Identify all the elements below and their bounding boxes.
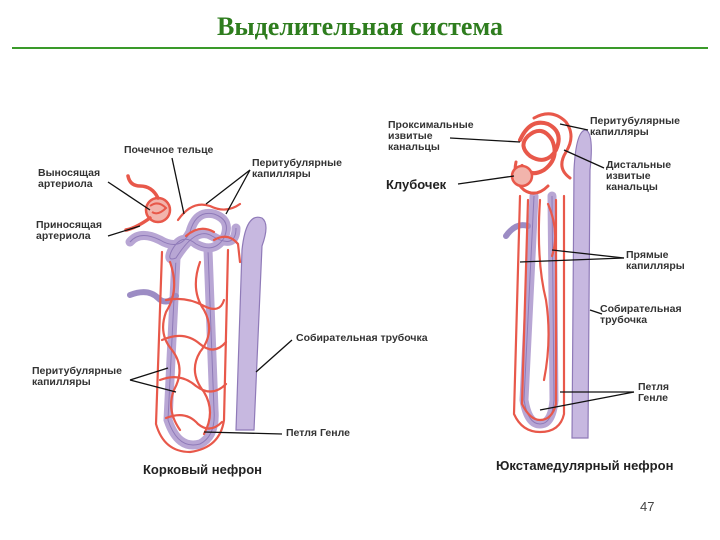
left-capillary-network <box>154 202 242 454</box>
label-afferent-arteriole: Приносящая артериола <box>36 219 102 242</box>
left-afferent-arteriole <box>124 216 152 232</box>
label-proximal-tubules: Проксимальные извитые канальцы <box>388 119 474 153</box>
label-peritubular-top: Перитубулярные капилляры <box>252 157 342 180</box>
title-divider <box>12 47 708 49</box>
page-number: 47 <box>640 499 655 514</box>
cortical-nephron-illustration <box>124 174 267 454</box>
label-peritubular-right: Перитубулярные капилляры <box>590 115 680 138</box>
left-efferent-arteriole <box>126 174 160 200</box>
label-distal-tubules: Дистальные извитые канальцы <box>606 159 672 193</box>
caption-cortical-nephron: Корковый нефрон <box>143 462 262 477</box>
slide-title: Выделительная система <box>217 12 503 41</box>
label-collecting-duct: Собирательная трубочка <box>296 332 428 344</box>
label-renal-corpuscle: Почечное тельце <box>124 144 214 156</box>
leader-lines <box>107 123 635 435</box>
juxtamedullary-nephron-illustration <box>503 112 592 439</box>
caption-juxtamedullary-nephron: Юкстамедулярный нефрон <box>496 458 674 473</box>
right-vasa-recta <box>512 194 566 434</box>
label-vasa-recta: Прямые капилляры <box>626 249 685 272</box>
label-collecting-tubule-right: Собирательная трубочка <box>600 303 682 326</box>
label-loop-of-henle-left: Петля Генле <box>286 427 350 439</box>
label-peritubular-bottom: Перитубулярные капилляры <box>32 365 122 388</box>
label-loop-of-henle-right: Петля Генле <box>638 381 670 404</box>
right-glomerulus <box>510 164 534 188</box>
label-glomerulus: Клубочек <box>386 177 447 192</box>
label-efferent-arteriole: Выносящая артериола <box>38 167 101 190</box>
left-collecting-duct <box>235 216 267 431</box>
